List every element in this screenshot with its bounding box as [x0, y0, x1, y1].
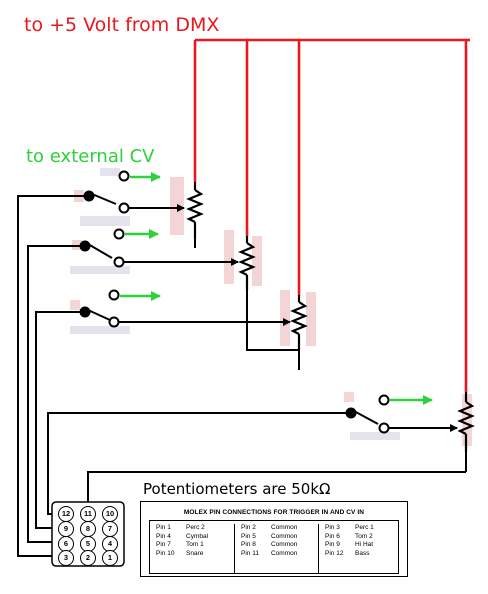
pin-7: 7 [102, 521, 118, 537]
potentiometer-3 [290, 295, 308, 350]
pin-12: 12 [58, 506, 74, 522]
dmx-supply-label: to +5 Volt from DMX [24, 14, 220, 36]
potentiometer-1 [186, 182, 204, 238]
potentiometer-value-label: Potentiometers are 50kΩ [143, 480, 331, 498]
switches [17, 170, 458, 557]
pin-10: 10 [102, 506, 118, 522]
pin-table-title: MOLEX PIN CONNECTIONS FOR TRIGGER IN AND… [183, 509, 365, 516]
potentiometers [186, 182, 475, 452]
ghost-artifacts [70, 177, 472, 446]
ground-rails [87, 238, 467, 506]
pin-8: 8 [80, 521, 96, 537]
pin-3: 3 [58, 550, 74, 566]
external-cv-label: to external CV [26, 146, 155, 167]
pin-5: 5 [80, 536, 96, 552]
potentiometer-2 [238, 236, 256, 290]
pin-9: 9 [58, 521, 74, 537]
cv-arrows [120, 172, 433, 405]
pin-2: 2 [80, 550, 96, 566]
potentiometer-4 [457, 392, 475, 452]
pin-1: 1 [102, 550, 118, 566]
pin-table: MOLEX PIN CONNECTIONS FOR TRIGGER IN AND… [140, 501, 408, 577]
pin-11: 11 [80, 506, 96, 522]
supply-bus [193, 38, 470, 392]
